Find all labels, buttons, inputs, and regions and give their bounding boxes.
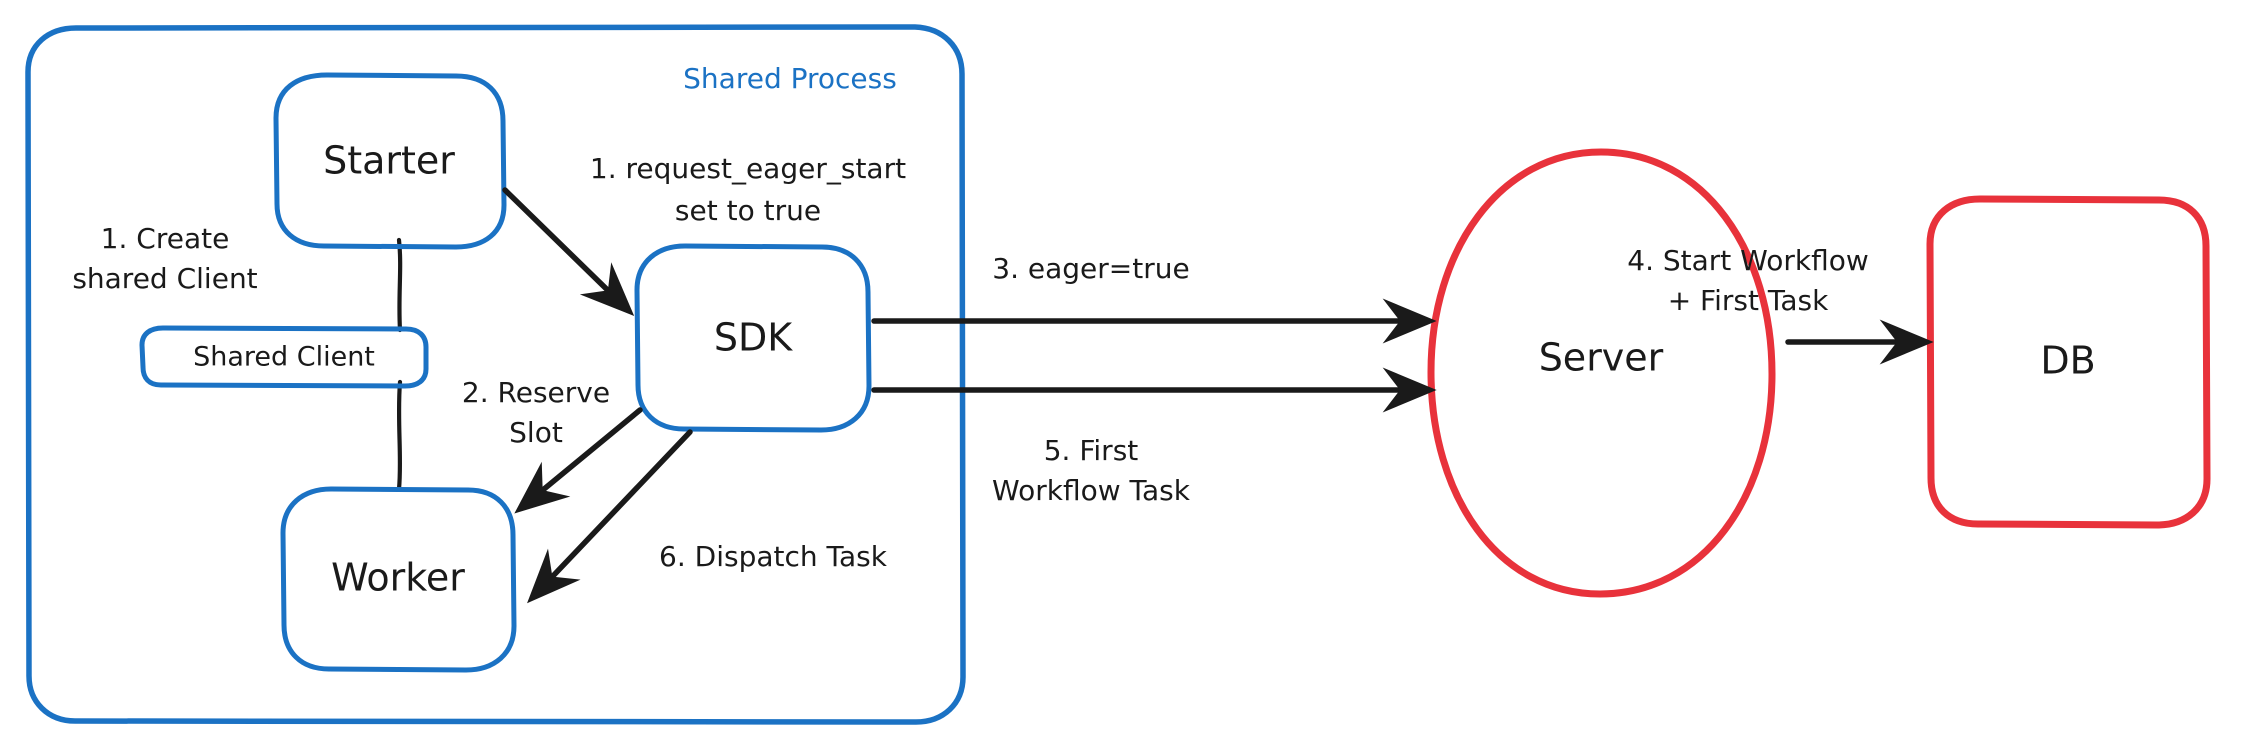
edge-label-first-workflow-task-line2: Workflow Task xyxy=(992,474,1191,507)
node-label-starter: Starter xyxy=(323,139,455,183)
edge-label-dispatch-task-text: 6. Dispatch Task xyxy=(659,540,888,573)
arrow-reserve-slot xyxy=(514,407,643,514)
edge-label-reserve-slot-line1: 2. Reserve xyxy=(462,376,610,409)
node-label-sdk: SDK xyxy=(714,316,793,360)
node-label-db: DB xyxy=(2040,339,2095,383)
node-label-shared-client: Shared Client xyxy=(193,342,375,373)
edge-label-eager-start-line1: 1. request_eager_start xyxy=(590,152,906,185)
edge-label-eager-true: 3. eager=true xyxy=(992,252,1189,285)
node-label-worker: Worker xyxy=(331,556,465,600)
edge-label-start-workflow-line1: 4. Start Workflow xyxy=(1627,244,1869,277)
edge-label-dispatch-task: 6. Dispatch Task xyxy=(659,540,888,573)
edge-label-first-workflow-task: 5. First Workflow Task xyxy=(992,434,1191,507)
edge-label-create-shared-client: 1. Create shared Client xyxy=(72,222,257,295)
arrow-eager-start xyxy=(502,187,635,317)
edge-label-create-shared-client-line2: shared Client xyxy=(72,262,257,295)
edge-label-eager-true-text: 3. eager=true xyxy=(992,252,1189,285)
node-db[interactable]: DB xyxy=(1926,195,2211,529)
edge-label-reserve-slot: 2. Reserve Slot xyxy=(462,376,610,449)
node-worker[interactable]: Worker xyxy=(280,486,517,673)
node-label-server: Server xyxy=(1539,336,1664,380)
group-label-shared-process: Shared Process xyxy=(683,62,897,95)
arrow-dispatch-task xyxy=(527,429,693,604)
node-sdk[interactable]: SDK xyxy=(634,243,872,433)
edge-label-first-workflow-task-line1: 5. First xyxy=(1044,434,1139,467)
edge-create-shared-client xyxy=(396,237,403,492)
edge-label-eager-start: 1. request_eager_start set to true xyxy=(590,152,906,227)
edge-label-reserve-slot-line2: Slot xyxy=(509,416,563,449)
edge-label-start-workflow-line2: + First Task xyxy=(1668,284,1829,317)
edge-label-start-workflow: 4. Start Workflow + First Task xyxy=(1627,244,1869,317)
node-server[interactable]: Server xyxy=(1427,148,1776,598)
node-shared-client[interactable]: Shared Client xyxy=(139,325,429,389)
group-shared-process: Shared Process xyxy=(25,24,966,725)
edge-label-eager-start-line2: set to true xyxy=(675,194,821,227)
node-starter[interactable]: Starter xyxy=(273,72,507,250)
edge-label-create-shared-client-line1: 1. Create xyxy=(101,222,230,255)
